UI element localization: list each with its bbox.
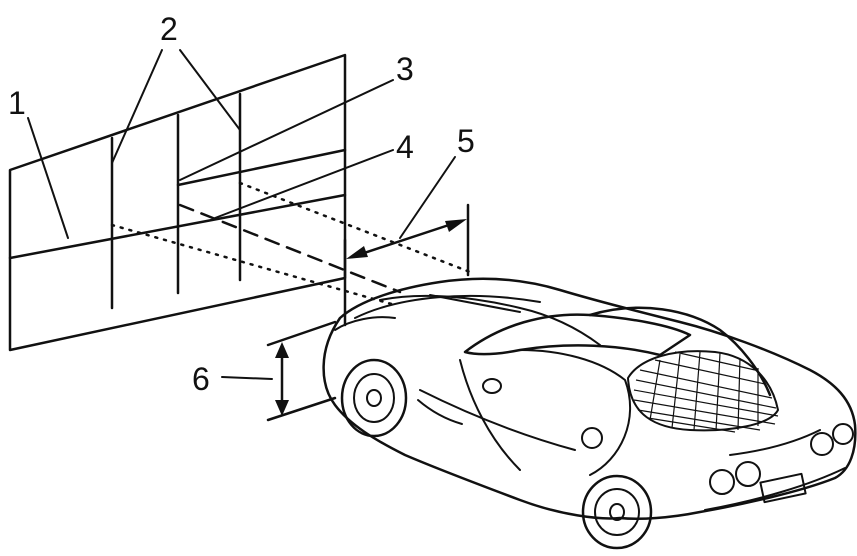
dotted-projection-upper: [238, 181, 472, 274]
arrowhead-down: [275, 400, 289, 416]
front-wheel-hub: [366, 389, 382, 407]
side-mirror: [482, 378, 502, 394]
front-wheel: [340, 358, 408, 438]
arrowhead-right: [445, 219, 467, 232]
leader-6: [221, 376, 273, 380]
height-extension-top: [266, 320, 337, 347]
rear-wheel-hub: [609, 503, 625, 521]
hood-vent: [429, 294, 521, 313]
door-rear-line: [519, 349, 631, 476]
leader-lines: [27, 49, 456, 380]
tail-light-2: [735, 461, 761, 487]
callout-2: 2: [160, 11, 178, 47]
leader-5: [399, 156, 456, 239]
rear-window: [627, 350, 779, 432]
side-vent: [417, 399, 463, 425]
tail-light-1: [709, 469, 735, 495]
horizontal-upper-line: [176, 148, 347, 187]
callout-6: 6: [192, 361, 210, 397]
dotted-projection-lower: [110, 223, 397, 307]
license-plate: [759, 472, 807, 504]
tail-light-4: [832, 423, 854, 445]
hood-crease: [379, 294, 601, 346]
leader-4: [214, 149, 394, 219]
callout-3: 3: [396, 51, 414, 87]
leader-2b: [179, 49, 241, 131]
leader-2a: [111, 49, 163, 164]
rear-deck-line: [729, 429, 821, 456]
rear-bumper: [704, 467, 846, 511]
height-extension-bottom: [266, 396, 337, 422]
callout-1: 1: [8, 85, 26, 121]
callout-4: 4: [396, 129, 414, 165]
arrowhead-up: [275, 342, 289, 358]
distance-dimension: [343, 203, 470, 327]
car: [322, 277, 857, 550]
rear-window-hatching: [633, 351, 779, 433]
door-front-line: [459, 359, 521, 471]
distance-arrow-line: [350, 219, 463, 259]
dashed-centerline: [178, 203, 402, 294]
arrowhead-left: [346, 246, 368, 259]
tail-light-3: [810, 432, 834, 456]
windshield: [463, 313, 692, 357]
rear-wheel: [581, 474, 653, 550]
projection-lines: [110, 181, 472, 307]
height-dimension: [266, 320, 337, 422]
rear-wheel-rim: [594, 488, 640, 536]
leader-3: [179, 79, 394, 181]
fuel-door: [581, 427, 603, 449]
aiming-screen: [8, 53, 347, 352]
side-crease: [419, 389, 576, 451]
car-body: [322, 277, 857, 520]
front-wheel-rim: [353, 373, 395, 423]
headlamp-outline: [334, 316, 396, 331]
callout-labels: 1 2 3 4 5 6: [8, 11, 475, 397]
callout-5: 5: [457, 123, 475, 159]
leader-1: [27, 117, 69, 239]
